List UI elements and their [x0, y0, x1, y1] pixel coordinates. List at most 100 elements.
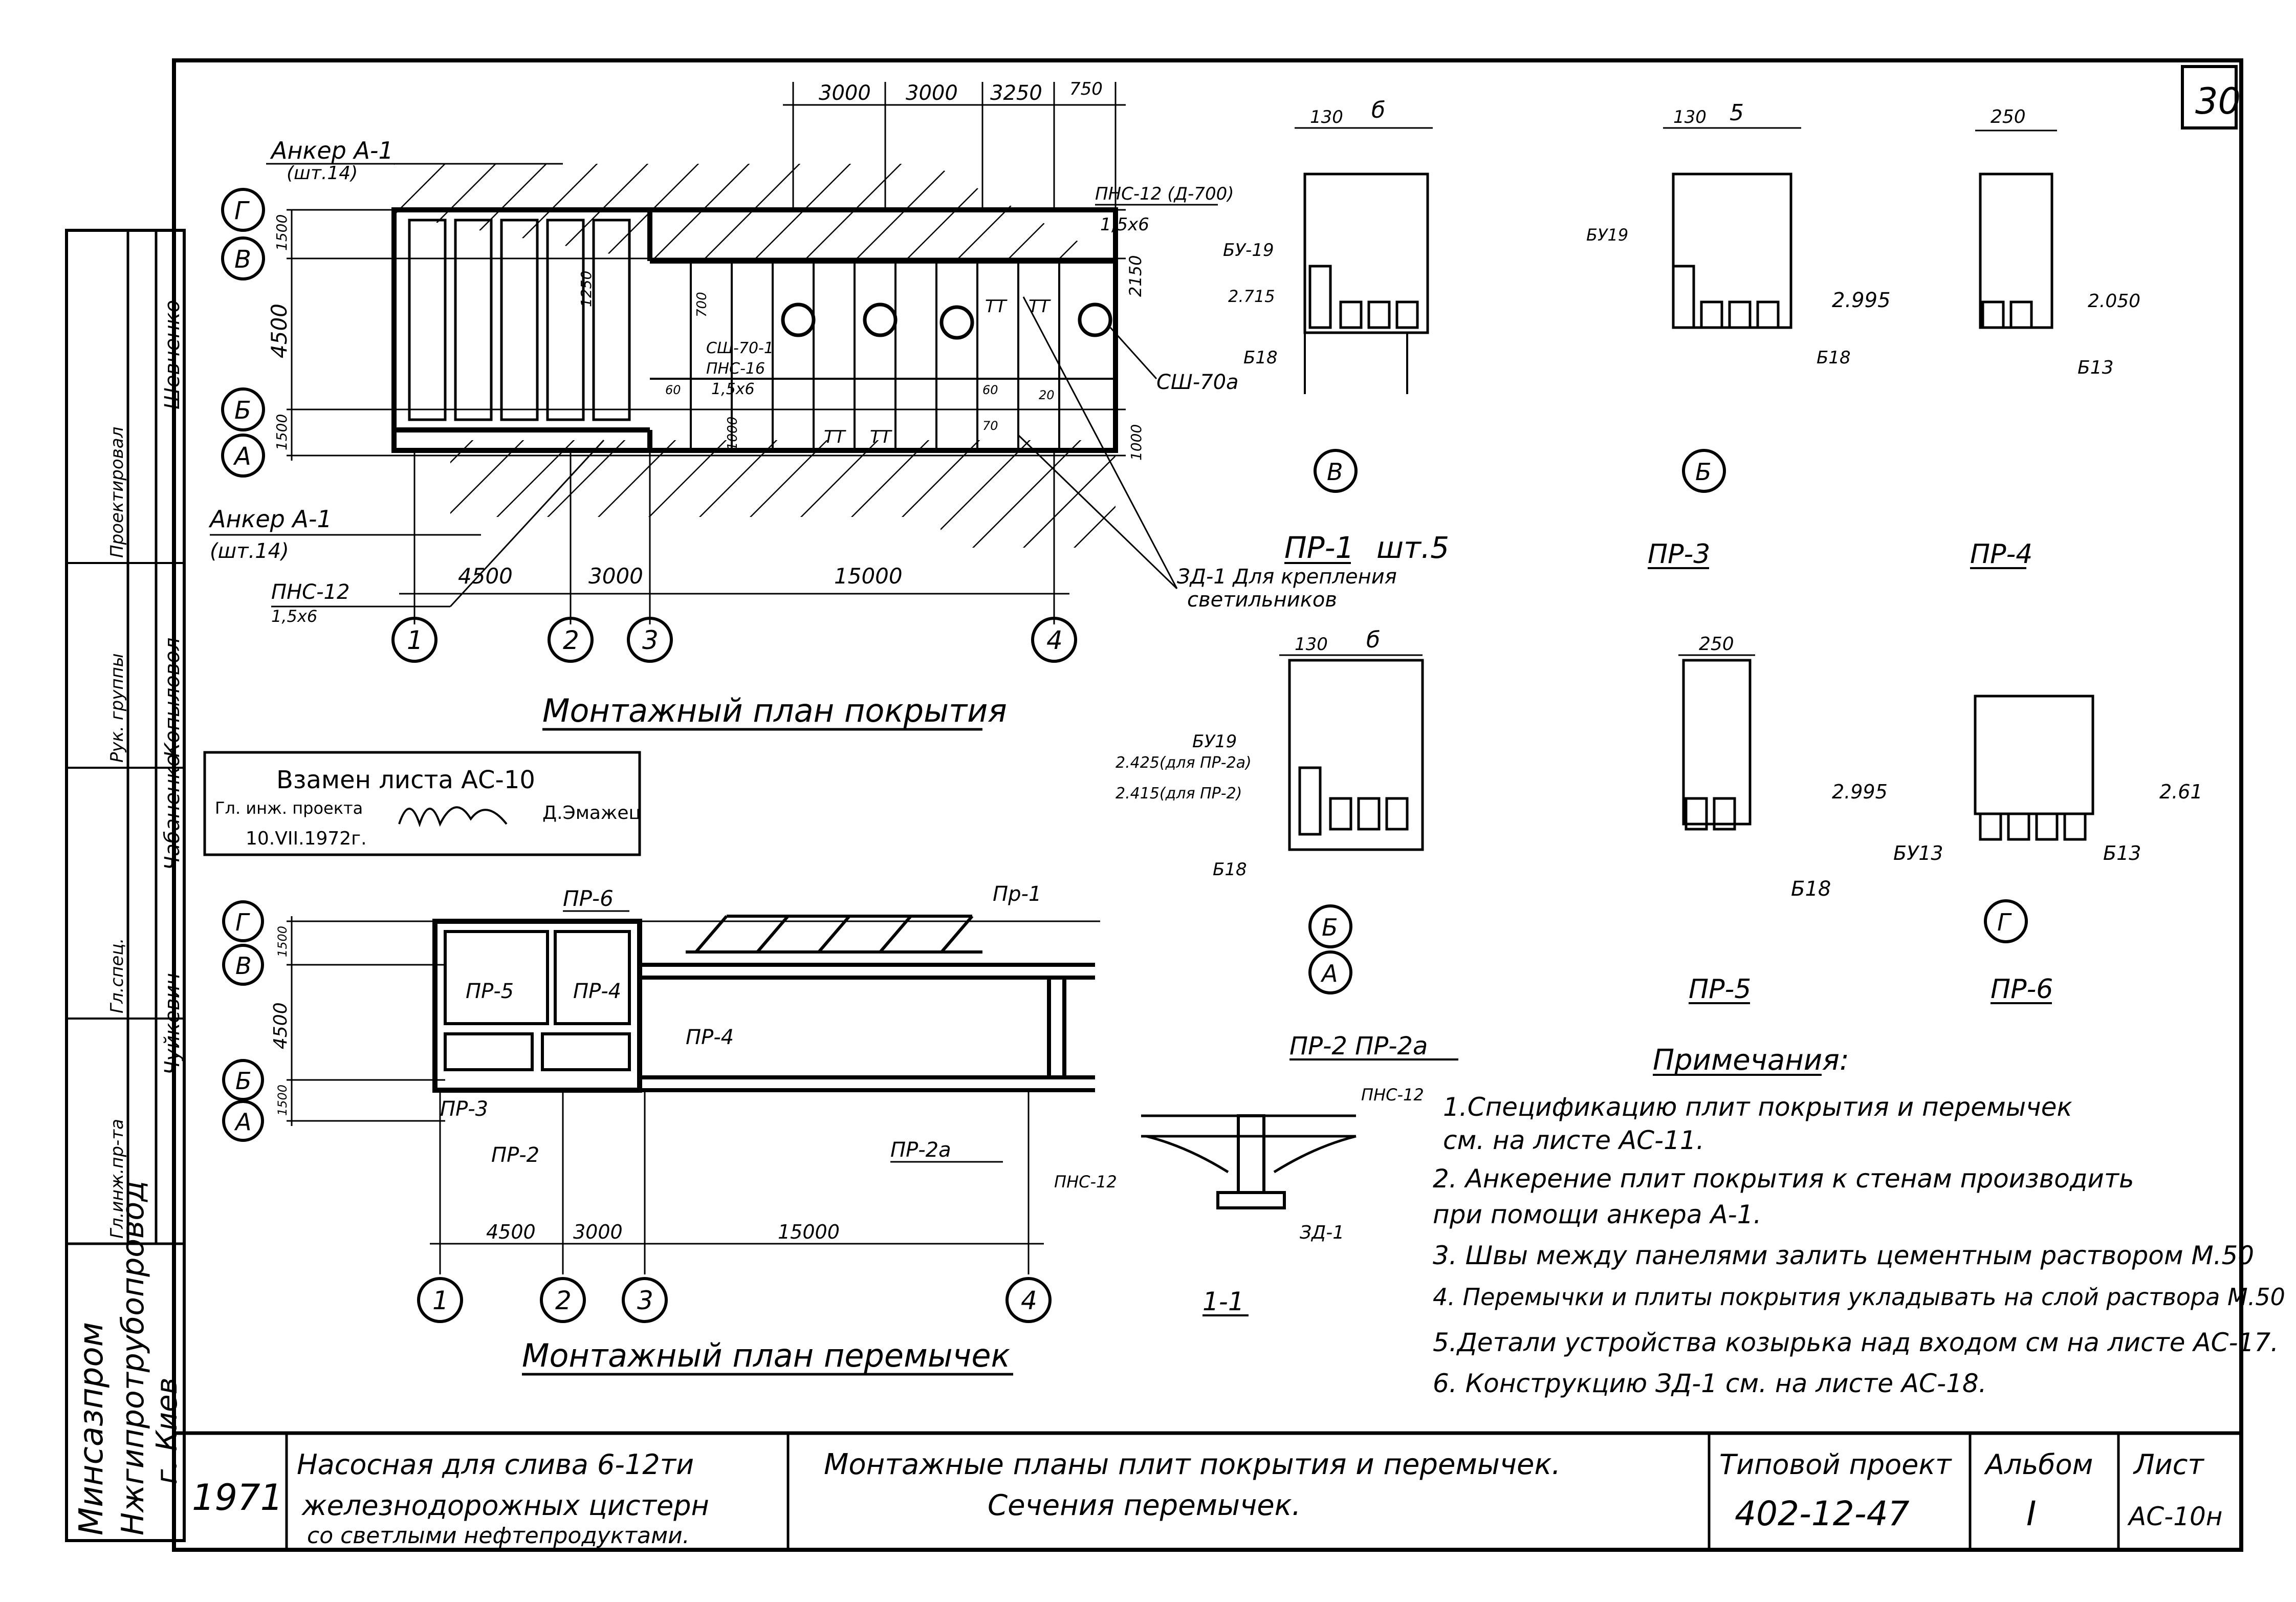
lintel-axis-V: В: [235, 952, 252, 980]
pr2-title: ПР-2 ПР-2а: [1289, 1032, 1428, 1060]
roof-dim-1250: 1250: [578, 271, 595, 307]
lintel-building-outline: [432, 919, 642, 1093]
lintel-label-pr3: ПР-3: [440, 1097, 488, 1121]
pr1-qty: шт.5: [1376, 530, 1449, 565]
side-name-3: Чабаненко: [161, 754, 184, 870]
roof-small-dim-4: 20: [1039, 388, 1055, 402]
note-line-4: при помощи анкера А-1.: [1433, 1200, 1761, 1229]
roof-slabs-right: [650, 261, 1116, 450]
roof-plan-title: Монтажный план покрытия: [542, 692, 1007, 729]
roof-grid-lines: [287, 82, 1126, 624]
roof-opening-4: [1078, 302, 1112, 337]
note-line-3: 2. Анкерение плит покрытия к стенам прои…: [1433, 1164, 2134, 1194]
pr1-w1: 130: [1310, 107, 1343, 127]
roof-top-dim-3: 3250: [990, 81, 1042, 105]
sec11-title: 1-1: [1202, 1287, 1244, 1316]
lintel-axis-B: Б: [235, 1067, 252, 1095]
stamp-line-4: 10.VII.1972г.: [246, 828, 367, 849]
roof-hatch-bottom: [450, 440, 1116, 548]
tb-sheet-label: Лист: [2133, 1448, 2204, 1481]
roof-plan: 3000 3000 3250 750 4500 3000 15000 1500 …: [208, 79, 1397, 731]
note-line-1: 1.Спецификацию плит покрытия и перемычек: [1443, 1092, 2072, 1122]
pr6-title: ПР-6: [1991, 974, 2053, 1005]
lintel-axis-G: Г: [235, 908, 250, 936]
lintel-left-dim-1: 1500: [275, 926, 290, 957]
roof-detail-label-2: светильников: [1187, 588, 1337, 612]
side-name-1: Шевченко: [161, 300, 184, 409]
pr6-beam: БУ13: [1893, 842, 1943, 864]
pr2-axis-2: А: [1320, 960, 1338, 987]
roof-top-dim-4: 750: [1069, 79, 1103, 99]
roof-center-label-3: 1,5х6: [711, 380, 755, 398]
pr3-w1: 130: [1673, 107, 1707, 127]
roof-beam-mark-3: ТТ: [824, 427, 846, 447]
roof-left-dim-2: 4500: [267, 304, 292, 358]
lintel-axis-A: А: [234, 1108, 251, 1136]
tb-object-2: железнодорожных цистерн: [301, 1489, 709, 1522]
pr3-beam: БУ19: [1586, 225, 1628, 245]
side-name-4: Чуйкевич: [161, 973, 184, 1075]
tb-sheet-title-1: Монтажные планы плит покрытия и перемыче…: [824, 1448, 1561, 1481]
pr6-level: 2.61: [2159, 781, 2203, 803]
tb-sheet-title-2: Сечения перемычек.: [988, 1489, 1301, 1522]
lintel-label-pr1: Пр-1: [993, 882, 1041, 906]
lintel-bottom-dim-2: 3000: [573, 1221, 623, 1243]
section-pr1: 130 б БУ-19 2.715 Б18 В ПР-1 шт.5: [1223, 97, 1449, 565]
lintel-plan: 4500 3000 15000 1500 4500 1500 Г В Б А 1…: [222, 882, 1100, 1376]
pr2-w2: б: [1366, 627, 1380, 653]
section-pr2: 130 б БУ19 2.425(для ПР-2а) 2.415(для ПР…: [1116, 627, 1458, 1060]
roof-small-dim-1: 60: [665, 383, 681, 397]
roof-small-dim-3: 70: [982, 419, 998, 433]
tb-project-label: Типовой проект: [1719, 1448, 1952, 1481]
side-role-1: Гл.инж.пр-та: [107, 1119, 127, 1239]
roof-slab-right-size: 1,5х6: [1100, 214, 1149, 235]
sec11-detail: ЗД-1: [1300, 1222, 1344, 1243]
pr3-level: 2.995: [1832, 289, 1891, 312]
roof-opening-2: [863, 302, 898, 337]
lintel-axis-4: 4: [1021, 1286, 1037, 1315]
lintel-axis-3: 3: [637, 1286, 653, 1315]
roof-bottom-dim-1: 4500: [458, 564, 513, 589]
title-block: 1971 Насосная для слива 6-12ти железнодо…: [174, 1431, 2241, 1550]
roof-slab-left-label: ПНС-12: [271, 580, 349, 604]
pr2-level-2: 2.415(для ПР-2): [1116, 785, 1242, 803]
pr4-title: ПР-4: [1970, 539, 2032, 570]
roof-slab-right-label: ПНС-12 (Д-700): [1095, 184, 1234, 204]
pr3-axis: Б: [1695, 458, 1712, 486]
roof-right-small-dim: 1000: [1128, 424, 1145, 461]
sheet-number-box: [2181, 65, 2238, 129]
roof-axis-3: 3: [642, 625, 659, 655]
pr1-level: 2.715: [1228, 287, 1275, 306]
lintel-plan-title: Монтажный план перемычек: [522, 1337, 1010, 1374]
note-line-5: 3. Швы между панелями залить цементным р…: [1433, 1241, 2254, 1270]
notes-title: Примечания:: [1653, 1044, 1849, 1077]
pr5-base: Б18: [1791, 877, 1831, 901]
note-line-2: см. на листе АС-11.: [1443, 1125, 1704, 1155]
note-line-6: 4. Перемычки и плиты покрытия укладывать…: [1433, 1283, 2285, 1311]
pr1-beam: БУ-19: [1223, 240, 1274, 261]
lintel-label-pr4-a: ПР-4: [573, 980, 621, 1003]
roof-top-dim-2: 3000: [906, 81, 958, 105]
side-org-1: Минсазпром: [73, 1322, 111, 1535]
stamp-line-1: Взамен листа АС-10: [276, 766, 535, 794]
pr2-level-1: 2.425(для ПР-2а): [1116, 754, 1252, 772]
section-1-1: ПНС-12 ПНС-12 ЗД-1 1-1: [1054, 1085, 1424, 1316]
pr5-w1: 250: [1699, 634, 1734, 655]
pr3-base: Б18: [1817, 348, 1851, 368]
lintel-axis-2: 2: [555, 1286, 572, 1315]
side-org-2: Нжгипротрубопровод: [115, 1180, 151, 1535]
roof-axis-G: Г: [234, 197, 250, 225]
note-line-7: 5.Детали устройства козырька над входом …: [1433, 1328, 2279, 1357]
sheet-number: 30: [2195, 80, 2241, 122]
roof-slab-left-size: 1,5х6: [271, 607, 317, 626]
roof-anchor-bottom-qty: (шт.14): [210, 539, 289, 563]
lintel-bottom-dim-3: 15000: [778, 1221, 840, 1243]
pr3-w2: 5: [1730, 100, 1744, 126]
side-role-3: Рук. группы: [107, 653, 127, 763]
roof-axis-A: А: [233, 442, 251, 471]
tb-album-value: I: [2026, 1494, 2036, 1533]
roof-slabs-left: [408, 219, 631, 421]
pr2-axis-1: Б: [1322, 914, 1338, 941]
roof-axis-V: В: [234, 245, 251, 274]
tb-object-1: Насосная для слива 6-12ти: [297, 1448, 694, 1481]
